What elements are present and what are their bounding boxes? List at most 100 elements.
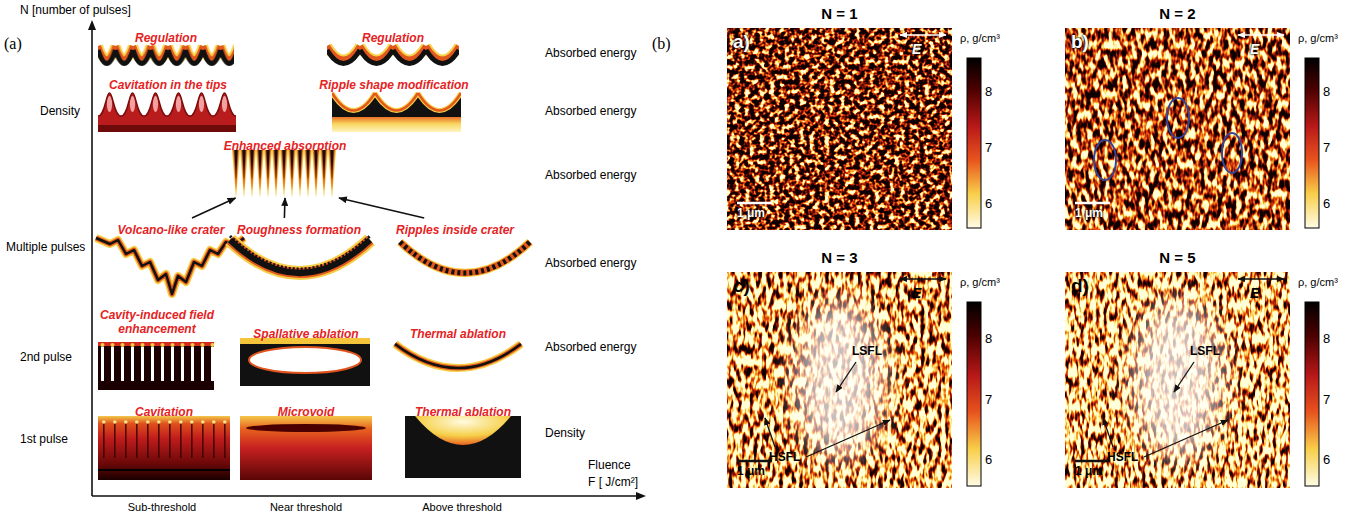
image-panel: N = 1a) xyxy=(727,28,952,230)
axis xyxy=(88,20,96,30)
crater-profile xyxy=(230,240,370,273)
crater-profile xyxy=(400,242,530,273)
panel-letter: c) xyxy=(733,275,750,297)
ripple-profile xyxy=(98,43,234,72)
spallation-profile xyxy=(240,340,370,386)
axis-title: Fluence xyxy=(588,458,631,472)
colorbar xyxy=(1305,58,1319,228)
crater-profile xyxy=(96,238,244,294)
polarization-arrow xyxy=(900,34,946,36)
colorbar-tick: 7 xyxy=(1323,140,1330,156)
colorbar-tick: 6 xyxy=(985,196,992,212)
label-row: Thermal ablation xyxy=(403,402,523,420)
label-row: Cavitation in the tips xyxy=(96,75,240,93)
colorbar-tick: 8 xyxy=(1323,331,1330,347)
spike-profile xyxy=(232,150,336,198)
illustration-label: Ripple shape modification xyxy=(319,78,468,92)
row-label: Absorbed energy xyxy=(545,46,636,60)
panel-heading: N = 2 xyxy=(1065,5,1290,23)
colorbar-tick: 6 xyxy=(1323,196,1330,212)
scale-bar xyxy=(737,460,772,463)
colorbar-tick: 7 xyxy=(985,392,992,408)
polarization-arrow xyxy=(1238,34,1284,36)
field-label: E xyxy=(1250,285,1259,302)
image-panel: N = 3c) xyxy=(727,272,952,488)
axis-label: Above threshold xyxy=(422,501,502,514)
field-label: E xyxy=(912,285,921,302)
panel-tag: (b) xyxy=(652,34,671,53)
illustration-label: Volcano-like crater xyxy=(118,223,225,237)
structure-label: HSFL xyxy=(1107,450,1138,464)
colorbar-tick: 8 xyxy=(985,331,992,347)
colorbar-title: ρ, g/cm³ xyxy=(960,32,1000,45)
row-label: Density xyxy=(545,426,585,440)
illustration-label: Ripples inside crater xyxy=(396,223,514,237)
structure-label: LSFL xyxy=(852,344,882,358)
leader-arrow xyxy=(765,418,775,447)
highlight-ellipse xyxy=(1094,140,1116,180)
illustration-node: Volcano-like crater xyxy=(96,218,246,298)
illustration-label: Thermal ablation xyxy=(415,405,511,419)
illustration-label: Regulation xyxy=(135,31,197,45)
illustration-label: Cavity-induced field enhancement xyxy=(93,308,221,336)
scale-bar xyxy=(737,203,1110,461)
leader-arrow xyxy=(836,362,856,392)
panel-tag: (a) xyxy=(4,34,22,53)
connector-arrow xyxy=(192,198,236,218)
label-row: Cavity-induced field enhancement xyxy=(93,308,221,337)
axis-label: Multiple pulses xyxy=(6,240,85,254)
axis xyxy=(92,495,638,497)
label-row: Microvoid xyxy=(238,402,374,420)
illustration-node: Cavitation in the tips xyxy=(96,73,240,133)
illustration-node: Cavitation xyxy=(96,400,232,482)
density-profile xyxy=(405,416,521,478)
colorbar xyxy=(1305,302,1319,486)
illustration-node: Ripple shape modification xyxy=(305,73,483,133)
structure-label: HSFL xyxy=(769,450,800,464)
density-profile xyxy=(98,416,230,480)
density-map xyxy=(1065,272,1290,488)
colorbar-title: ρ, g/cm³ xyxy=(1298,32,1338,45)
illustration-label: Cavitation in the tips xyxy=(109,78,227,92)
density-profile xyxy=(98,469,230,471)
row-label: Absorbed energy xyxy=(545,104,636,118)
illustration-node: Thermal ablation xyxy=(403,400,523,480)
axis-title: N [number of pulses] xyxy=(20,3,131,17)
highlight-ellipse xyxy=(1094,98,1242,180)
illustration-label: Regulation xyxy=(362,31,424,45)
density-map xyxy=(727,28,952,230)
colorbar-tick: 6 xyxy=(1323,452,1330,468)
crater-profile xyxy=(230,240,370,273)
colorbar xyxy=(967,302,981,486)
leader-arrow xyxy=(765,362,1228,457)
illustration-node: Microvoid xyxy=(238,400,374,482)
image-panel: N = 2b) xyxy=(1065,28,1290,230)
cavity-profile xyxy=(98,342,214,390)
scale-bar xyxy=(1075,460,1110,463)
crater-profile xyxy=(400,242,530,273)
structure-label: LSFL xyxy=(1190,344,1220,358)
axis xyxy=(91,28,93,496)
highlight-ellipse xyxy=(1167,98,1189,138)
scale-bar-label: 1 μm xyxy=(737,206,765,220)
spallation-profile xyxy=(249,347,361,373)
crater-profile xyxy=(400,242,530,273)
highlight-ellipse xyxy=(1222,133,1242,173)
axis-title: F [ J/cm²] xyxy=(588,475,638,489)
crater-profile xyxy=(96,238,244,294)
crater-profile xyxy=(96,238,244,294)
density-map xyxy=(727,272,952,488)
row-label: Absorbed energy xyxy=(545,168,636,182)
colorbar-tick: 8 xyxy=(1323,84,1330,100)
illustration-label: Spallative ablation xyxy=(253,327,358,341)
field-label: E xyxy=(1250,41,1259,58)
scale-bar xyxy=(1075,202,1110,205)
axis-label: Sub-threshold xyxy=(128,501,197,514)
colorbar-title: ρ, g/cm³ xyxy=(960,276,1000,289)
density-profile xyxy=(240,416,372,480)
row-label: Absorbed energy xyxy=(545,256,636,270)
crater-profile xyxy=(395,344,521,368)
crater-profile xyxy=(395,344,521,368)
